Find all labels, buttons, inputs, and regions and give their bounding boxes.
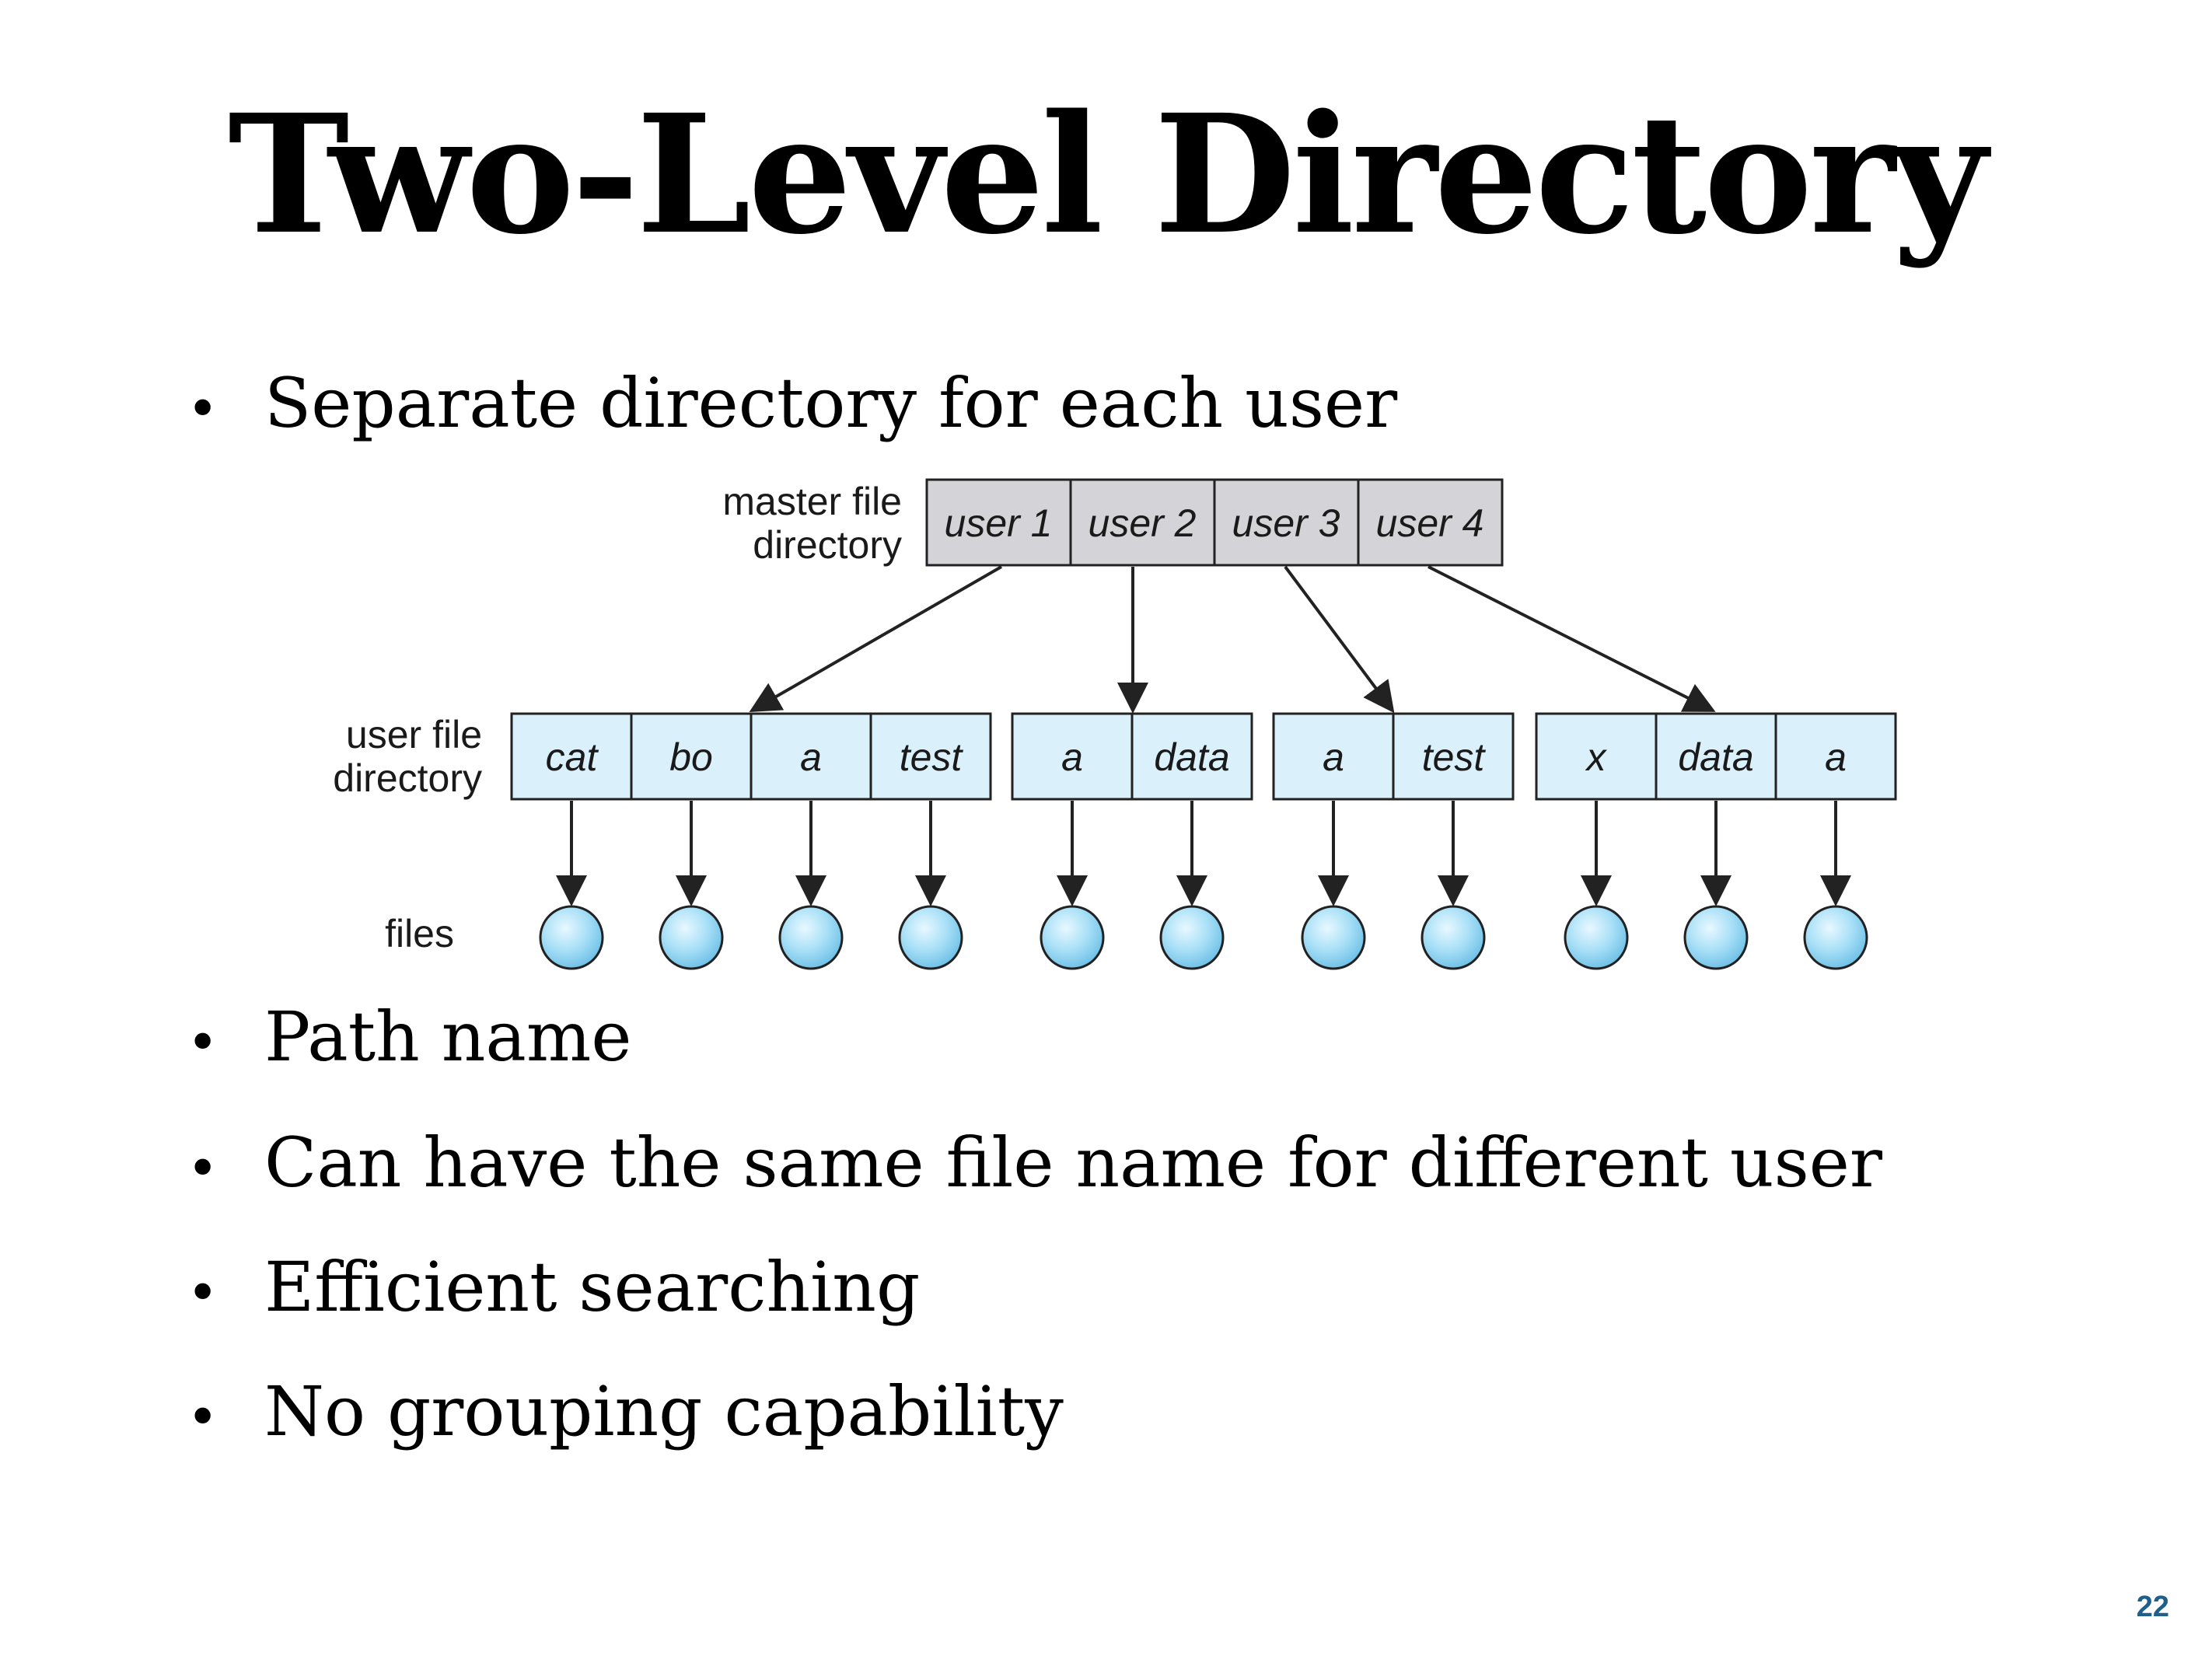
master-cell — [925, 478, 1072, 567]
master-cell — [1357, 478, 1504, 567]
master-cell — [1069, 478, 1216, 567]
file-node — [659, 905, 724, 970]
user-dir-cell — [1011, 712, 1134, 801]
file-name: a — [1061, 735, 1083, 779]
file-node — [1564, 905, 1629, 970]
file-name: x — [1585, 735, 1608, 779]
bullet-item: •Efficient searching — [187, 1253, 920, 1322]
master-entry: user 4 — [1376, 501, 1484, 545]
file-name: cat — [546, 735, 599, 779]
file-name: a — [1323, 735, 1344, 779]
bullet-item: •Can have the same file name for differe… — [187, 1129, 1882, 1197]
page-number: 22 — [2136, 1591, 2169, 1623]
file-node — [778, 905, 844, 970]
bullet-text: Efficient searching — [264, 1247, 921, 1327]
bullet-dot-icon: • — [187, 377, 219, 442]
master-entry: user 1 — [945, 501, 1053, 545]
user-file-directory-label: directory — [333, 756, 482, 800]
user-dir-cell — [1655, 712, 1777, 801]
file-node — [1159, 905, 1225, 970]
user-dir-cell — [510, 712, 633, 801]
file-name: a — [1825, 735, 1847, 779]
bullet-item: •No grouping capability — [187, 1378, 1064, 1446]
user-directory: a test — [1272, 712, 1515, 801]
file-name: data — [1154, 735, 1229, 779]
user-directory: a data — [1011, 712, 1253, 801]
file-node — [1421, 905, 1486, 970]
master-file-directory-label: master file — [722, 480, 902, 523]
bullet-text: Separate directory for each user — [264, 363, 1398, 443]
file-name: test — [1422, 735, 1487, 779]
bullet-item: •Separate directory for each user — [187, 369, 1397, 438]
files — [539, 905, 1868, 970]
bullet-item: •Path name — [187, 1003, 631, 1071]
user-dir-cell — [1774, 712, 1897, 801]
file-name: data — [1678, 735, 1753, 779]
bullet-dot-icon: • — [187, 1385, 219, 1450]
bullet-text: Can have the same file name for differen… — [264, 1123, 1882, 1203]
file-name: a — [800, 735, 822, 779]
master-file-directory-label: directory — [753, 523, 902, 567]
file-node — [898, 905, 963, 970]
master-entry: user 2 — [1089, 501, 1197, 545]
user-directory: cat bo a test — [510, 712, 992, 801]
file-node — [1301, 905, 1366, 970]
user-dir-cell — [1130, 712, 1253, 801]
file-node — [1040, 905, 1105, 970]
bullet-dot-icon: • — [187, 1011, 219, 1075]
files-label: files — [385, 912, 454, 955]
user-dir-cell — [1392, 712, 1515, 801]
file-pointers — [556, 801, 1851, 906]
bullet-dot-icon: • — [187, 1261, 219, 1325]
user-file-directory-label: user file — [346, 713, 482, 756]
file-node — [1683, 905, 1749, 970]
file-name: bo — [669, 735, 713, 779]
user-dir-cell — [630, 712, 753, 801]
bullet-text: Path name — [264, 997, 632, 1077]
user-directory: x data a — [1535, 712, 1897, 801]
pointer-arrow — [1427, 565, 1716, 712]
user-dir-cell — [750, 712, 872, 801]
bullet-text: No grouping capability — [264, 1371, 1064, 1451]
user-dir-cell — [1272, 712, 1395, 801]
master-cell — [1213, 478, 1360, 567]
slide-title: Two-Level Directory — [228, 79, 1987, 271]
pointer-arrow — [1284, 565, 1395, 714]
master-entry: user 3 — [1232, 501, 1340, 545]
file-node — [1803, 905, 1868, 970]
file-node — [539, 905, 604, 970]
bullet-dot-icon: • — [187, 1137, 219, 1201]
user-dir-cell — [869, 712, 992, 801]
master-directory: user 1 user 2 user 3 user 4 — [925, 478, 1504, 567]
file-name: test — [900, 735, 964, 779]
pointer-arrow — [749, 565, 1002, 712]
